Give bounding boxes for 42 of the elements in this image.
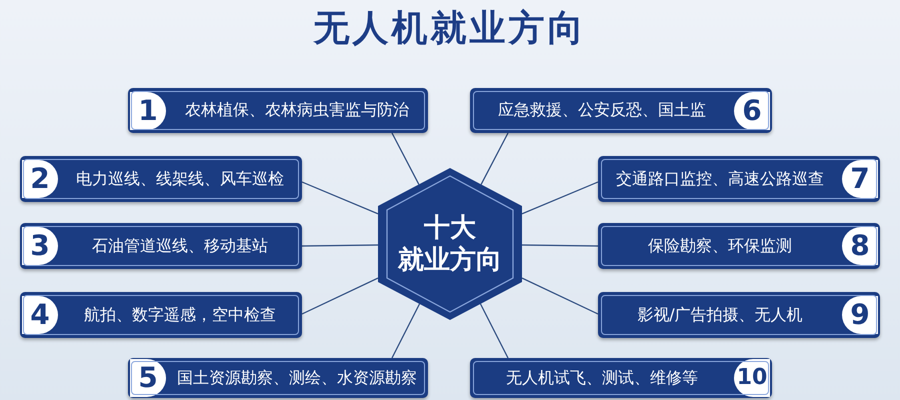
callout-number: 3 xyxy=(22,227,58,265)
callout-number: 1 xyxy=(130,92,166,130)
callout-number: 2 xyxy=(22,160,58,198)
callout-number: 6 xyxy=(734,92,770,130)
callout-number: 4 xyxy=(22,296,58,334)
connector-line xyxy=(302,244,378,247)
connector-line xyxy=(480,304,509,358)
topic-box xyxy=(128,88,428,133)
callout-number: 8 xyxy=(842,227,878,265)
connector-line xyxy=(480,132,509,185)
hub-label: 十大就业方向 xyxy=(396,212,503,276)
connector-line xyxy=(302,278,378,315)
connector-line xyxy=(391,304,420,358)
topic-box xyxy=(598,292,880,338)
topic-box xyxy=(470,88,772,133)
topic-label: 交通路口监控、高速公路巡查 xyxy=(615,168,825,190)
topic-label: 航拍、数字遥感，空中检查 xyxy=(83,304,277,326)
topic-label: 农林植保、农林病虫害监与防治 xyxy=(184,100,410,121)
topic-box xyxy=(128,358,428,398)
topic-label: 国土资源勘察、测绘、水资源勘察 xyxy=(176,368,418,388)
topic-label: 影视/广告拍摄、无人机 xyxy=(636,304,804,326)
connector-line xyxy=(522,181,598,214)
callout-number: 9 xyxy=(842,296,878,334)
topic-box xyxy=(20,292,302,338)
topic-label: 保险勘察、环保监测 xyxy=(647,236,793,256)
connector-line xyxy=(302,181,378,214)
topic-label: 应急救援、公安反恐、国土监 xyxy=(497,100,707,121)
callout-number: 7 xyxy=(842,160,878,198)
connector-line xyxy=(522,244,598,247)
topic-box xyxy=(470,358,772,398)
topic-label: 无人机试飞、测试、维修等 xyxy=(505,368,699,388)
topic-label: 电力巡线、线架线、风车巡检 xyxy=(75,168,285,190)
connector-line xyxy=(391,132,420,185)
topic-box xyxy=(20,156,302,202)
topic-label: 石油管道巡线、移动基站 xyxy=(91,236,269,256)
callout-number: 10 xyxy=(734,359,770,397)
callout-number: 5 xyxy=(130,359,166,397)
connector-line xyxy=(522,278,598,315)
title: 无人机就业方向 xyxy=(314,7,586,51)
topic-box xyxy=(598,156,880,202)
topic-box xyxy=(20,223,302,269)
topic-box xyxy=(598,223,880,269)
